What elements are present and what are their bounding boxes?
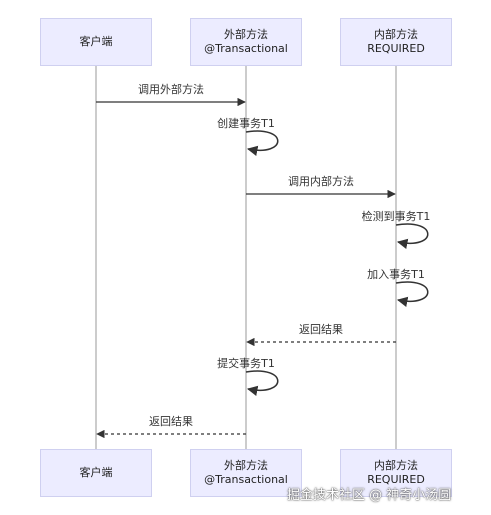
participant-inner-bottom: 内部方法 REQUIRED	[340, 449, 452, 497]
self-message-arrow	[245, 370, 279, 396]
participant-label: 内部方法	[374, 28, 418, 41]
participant-label: 内部方法	[374, 459, 418, 472]
self-message-arrow	[395, 223, 429, 249]
participant-outer-bottom: 外部方法 @Transactional	[190, 449, 302, 497]
participant-label: 客户端	[79, 466, 113, 479]
participant-sublabel: @Transactional	[204, 473, 288, 486]
participant-client-top: 客户端	[40, 18, 152, 66]
message-label: 返回结果	[299, 323, 343, 336]
self-message-arrow	[395, 281, 429, 307]
self-message-arrow	[245, 130, 279, 156]
participant-label: 外部方法	[224, 459, 268, 472]
message-label: 调用外部方法	[138, 82, 204, 96]
participant-label: 客户端	[79, 35, 113, 48]
participant-sublabel: REQUIRED	[367, 473, 425, 486]
participant-sublabel: @Transactional	[204, 42, 288, 55]
participant-inner-top: 内部方法 REQUIRED	[340, 18, 452, 66]
message-label: 调用内部方法	[288, 174, 354, 188]
participant-label: 外部方法	[224, 28, 268, 41]
watermark: 掘金技术社区 @ 神奇小汤圆	[287, 488, 452, 503]
message-label: 检测到事务T1	[362, 209, 431, 223]
message-label: 返回结果	[149, 415, 193, 428]
message-label: 提交事务T1	[217, 356, 275, 370]
participant-outer-top: 外部方法 @Transactional	[190, 18, 302, 66]
participant-sublabel: REQUIRED	[367, 42, 425, 55]
message-label: 加入事务T1	[367, 268, 425, 281]
message-label: 创建事务T1	[217, 116, 275, 130]
participant-client-bottom: 客户端	[40, 449, 152, 497]
